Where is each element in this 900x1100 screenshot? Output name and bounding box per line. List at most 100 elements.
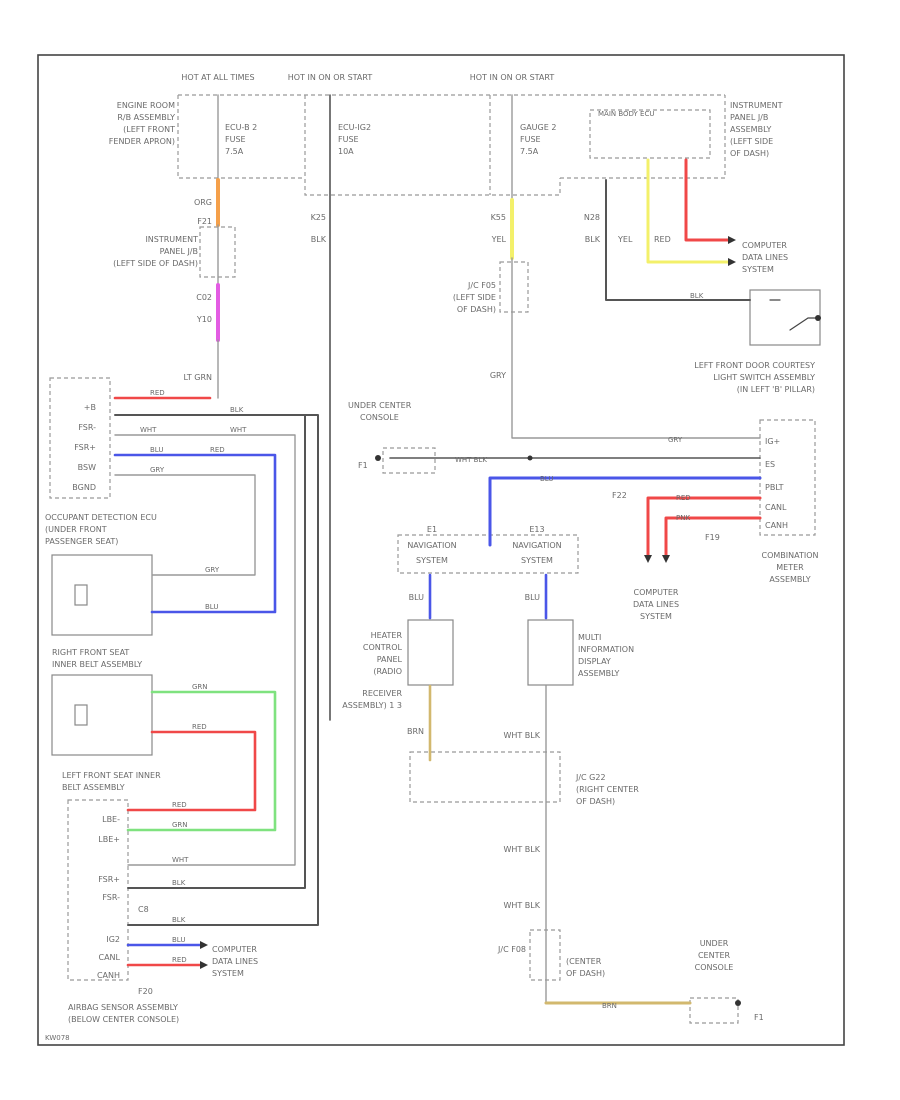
wire-label-whtblk-1: WHT BLK	[455, 456, 487, 464]
conn-label-f22: F22	[612, 491, 627, 500]
label-comp-dl-1b: DATA LINES	[742, 253, 788, 262]
fuse2-rating: 10A	[338, 147, 354, 156]
label-engine-room-2: R/B ASSEMBLY	[117, 113, 175, 122]
ab-pin-ig2: IG2	[106, 935, 120, 944]
wire-label-blk-door: BLK	[690, 292, 704, 300]
label-hot-on-1: HOT IN ON OR START	[288, 73, 373, 82]
label-heater-5: RECEIVER	[362, 689, 402, 698]
wire-label-brn-2: BRN	[602, 1002, 617, 1010]
label-jc-right-1: J/C G22	[575, 773, 606, 782]
wire-label-red-2: RED	[192, 723, 207, 731]
conn-label-n28: N28	[584, 213, 600, 222]
label-rfs-1: RIGHT FRONT SEAT	[52, 648, 129, 657]
cm-pin-canh: CANH	[765, 521, 788, 530]
label-ipj-3: (LEFT SIDE OF DASH)	[113, 259, 198, 268]
occupant-detection-connector-box	[49, 377, 111, 499]
fuse2-type: FUSE	[338, 135, 359, 144]
label-jc-right-2: (RIGHT CENTER	[576, 785, 639, 794]
cm-pin-canl: CANL	[765, 503, 787, 512]
wire-label-wht-3: WHT	[230, 426, 247, 434]
wire-label-gry-4: GRY	[150, 466, 165, 474]
wire-label-blu-1: BLU	[409, 593, 425, 602]
jc-right-center-box	[409, 751, 561, 803]
conn-label-f20: F20	[138, 987, 153, 996]
conn-label-k25: K25	[311, 213, 326, 222]
ab-pin-fsr-minus: FSR-	[102, 893, 120, 902]
fuse1-rating: 7.5A	[225, 147, 244, 156]
label-under-console-5: CONSOLE	[695, 963, 734, 972]
wire-label-red-1: RED	[654, 235, 671, 244]
cm-pin-es: ES	[765, 460, 775, 469]
label-jc-center-1: J/C F08	[497, 945, 526, 954]
wire-label-blk-2: BLK	[172, 879, 186, 887]
label-multi-4: ASSEMBLY	[578, 669, 619, 678]
ground-dot	[815, 315, 821, 321]
label-f1-a: F1	[358, 461, 368, 470]
label-heater-2: CONTROL	[363, 643, 403, 652]
occupant-detection-ecu-box	[51, 554, 153, 636]
label-jc-left-3: OF DASH)	[457, 305, 496, 314]
fuse3-type: FUSE	[520, 135, 541, 144]
jc-center-box	[529, 929, 561, 981]
label-heater-1: HEATER	[371, 631, 403, 640]
wire-label-blu-ab: BLU	[172, 936, 185, 944]
wire-label-whtblk-2: WHT BLK	[503, 731, 540, 740]
label-lfs-1: LEFT FRONT SEAT INNER	[62, 771, 161, 780]
footnote: KW078	[45, 1034, 70, 1042]
diagram-frame	[37, 54, 845, 1046]
label-nav1-3: SYSTEM	[416, 556, 448, 565]
wire-label-pnk-cm: PNK	[676, 514, 690, 522]
jc-left-box	[499, 261, 529, 313]
wire-label-gry-1: GRY	[490, 371, 506, 380]
fuse2-name: ECU-IG2	[338, 123, 371, 132]
label-jc-center-2: (CENTER	[566, 957, 602, 966]
ground-dot-f1b	[735, 1000, 741, 1006]
under-console-box	[382, 447, 436, 474]
multi-display-box	[527, 619, 574, 686]
label-comp-dl-1c: SYSTEM	[742, 265, 774, 274]
label-ipj-1: INSTRUMENT	[145, 235, 198, 244]
label-heater-4: (RADIO	[373, 667, 402, 676]
label-under-console-2: CONSOLE	[360, 413, 399, 422]
wire-label-blu-3: BLU	[205, 603, 218, 611]
label-door-switch-3: (IN LEFT 'B' PILLAR)	[737, 385, 815, 394]
ods-pin-fsr-plus: FSR+	[74, 443, 96, 452]
label-comp-dl-3b: DATA LINES	[212, 957, 258, 966]
label-under-console-1: UNDER CENTER	[348, 401, 412, 410]
label-multi-2: INFORMATION	[578, 645, 634, 654]
wire-label-red-cm: RED	[676, 494, 691, 502]
wire-label-brn-1: BRN	[407, 727, 424, 736]
sensor-symbol-1	[74, 584, 88, 606]
ab-pin-canh: CANH	[97, 971, 120, 980]
label-ods-1: OCCUPANT DETECTION ECU	[45, 513, 157, 522]
wire-label-blu-4: BLU	[150, 446, 163, 454]
label-combo-1: COMBINATION	[762, 551, 819, 560]
label-comp-dl-3c: SYSTEM	[212, 969, 244, 978]
wire-label-blk-4: BLK	[230, 406, 244, 414]
fuse3-name: GAUGE 2	[520, 123, 556, 132]
wire-label-blk-1: BLK	[311, 235, 327, 244]
fuse1-name: ECU-B 2	[225, 123, 257, 132]
label-door-switch-1: LEFT FRONT DOOR COURTESY	[694, 361, 815, 370]
wire-label-wht-1: WHT	[172, 856, 189, 864]
label-engine-room: ENGINE ROOM	[117, 101, 175, 110]
label-nav2-1: E13	[529, 525, 544, 534]
wire-label-yel-1: YEL	[491, 235, 507, 244]
label-ipjb-4: (LEFT SIDE	[730, 137, 773, 146]
label-nav2-2: NAVIGATION	[512, 541, 561, 550]
label-nav1-2: NAVIGATION	[407, 541, 456, 550]
wire-label-blu-cm: BLU	[540, 475, 553, 483]
label-nav1-1: E1	[427, 525, 437, 534]
splice-dot	[527, 455, 533, 461]
wire-label-whtblk-3: WHT BLK	[503, 845, 540, 854]
label-comp-dl-2a: COMPUTER	[634, 588, 679, 597]
wire-label-grn-1: GRN	[192, 683, 208, 691]
label-multi-1: MULTI	[578, 633, 601, 642]
sensor-symbol-2	[74, 704, 88, 726]
label-multi-3: DISPLAY	[578, 657, 611, 666]
ab-pin-lbe-minus: LBE-	[102, 815, 120, 824]
power-distribution-box	[177, 94, 726, 196]
conn-label-f21: F21	[197, 217, 212, 226]
wire-label-red-4: RED	[150, 389, 165, 397]
